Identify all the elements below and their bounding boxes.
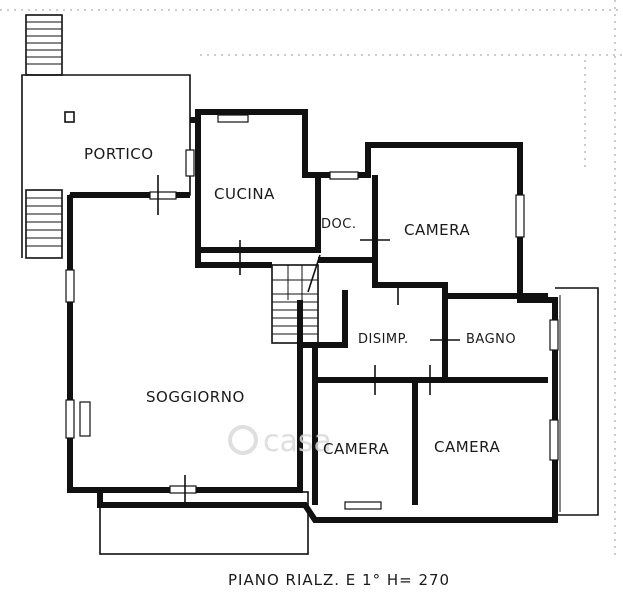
windows [65,114,559,510]
internal-stairs [271,264,319,344]
external-stair-bottom [25,189,63,259]
svg-text:casa: casa [263,424,332,459]
portico-outline [21,74,191,258]
watermark: casa [228,424,332,459]
interior-walls [70,175,548,505]
room-label-cucina: CUCINA [214,185,275,203]
door-marks [157,175,460,505]
sheet-guides [0,0,623,560]
room-label-portico: PORTICO [84,145,154,163]
room-label-camera-2: CAMERA [323,440,389,458]
room-label-camera-3: CAMERA [434,438,500,456]
external-stair-top [25,14,63,76]
room-label-soggiorno: SOGGIORNO [146,388,245,406]
room-label-bagno: BAGNO [466,332,516,347]
room-label-doc: DOC. [321,217,356,232]
plan-caption: PIANO RIALZ. E 1° H= 270 [228,571,450,589]
room-label-disimp: DISIMP. [358,332,409,347]
terraces [99,287,599,555]
room-label-camera-1: CAMERA [404,221,470,239]
